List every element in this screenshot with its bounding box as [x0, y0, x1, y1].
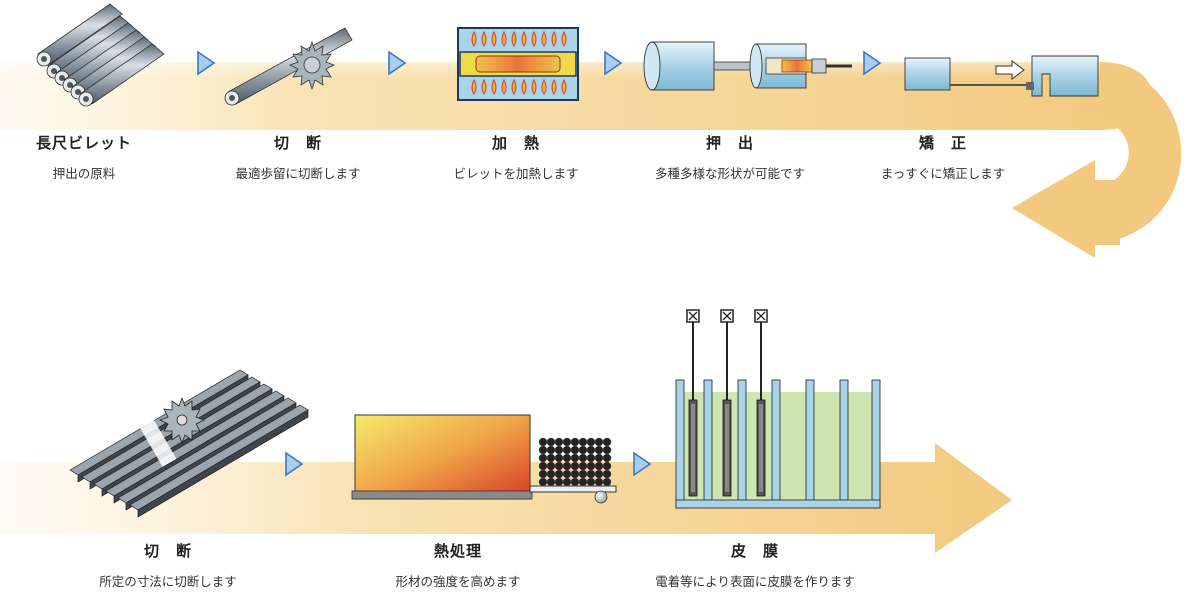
profile-saw-icon — [69, 369, 309, 518]
step-description: まっすぐに矯正します — [880, 166, 1006, 181]
step-title: 熱処理 — [433, 542, 482, 560]
step-title: 切 断 — [273, 134, 322, 152]
heat-treatment-furnace-icon — [351, 414, 617, 504]
electrodeposition-tank-icon — [675, 309, 881, 509]
step-title: 矯 正 — [918, 134, 967, 152]
step-arrow-icon — [633, 451, 652, 477]
step-billet: 長尺ビレット 押出の原料 — [0, 132, 194, 182]
step-extrusion: 押 出 多種多様な形状が可能です — [620, 132, 840, 182]
step-title: 切 断 — [143, 542, 192, 560]
step-arrow-icon — [388, 50, 407, 76]
step-cut-billet: 切 断 最適歩留に切断します — [188, 132, 408, 182]
step-straightening: 矯 正 まっすぐに矯正します — [833, 132, 1053, 182]
step-description: ビレットを加熱します — [453, 166, 579, 181]
step-heat-treatment: 熱処理 形材の強度を高めます — [348, 540, 568, 590]
step-coating: 皮 膜 電着等により表面に皮膜を作ります — [645, 540, 865, 590]
step-cut-profile: 切 断 所定の寸法に切断します — [58, 540, 278, 590]
step-description: 多種多様な形状が可能です — [654, 166, 805, 181]
step-description: 電着等により表面に皮膜を作ります — [655, 574, 855, 589]
step-arrow-icon — [197, 50, 216, 76]
step-arrow-icon — [863, 50, 882, 76]
billet-saw-icon — [224, 27, 353, 106]
step-title: 長尺ビレット — [35, 134, 132, 152]
step-description: 所定の寸法に切断します — [99, 574, 237, 589]
step-arrow-icon — [604, 50, 623, 76]
step-description: 形材の強度を高めます — [395, 574, 521, 589]
step-heating: 加 熱 ビレットを加熱します — [406, 132, 626, 182]
extrusion-press-icon — [643, 41, 852, 91]
step-title: 加 熱 — [491, 134, 540, 152]
step-arrows — [197, 50, 882, 477]
straightener-icon — [904, 55, 1099, 97]
step-title: 押 出 — [705, 134, 754, 152]
heating-furnace-icon — [457, 27, 579, 101]
step-description: 最適歩留に切断します — [235, 166, 361, 181]
step-description: 押出の原料 — [52, 166, 116, 181]
step-title: 皮 膜 — [730, 542, 779, 560]
long-billet-icon — [36, 3, 165, 107]
step-arrow-icon — [285, 451, 304, 477]
